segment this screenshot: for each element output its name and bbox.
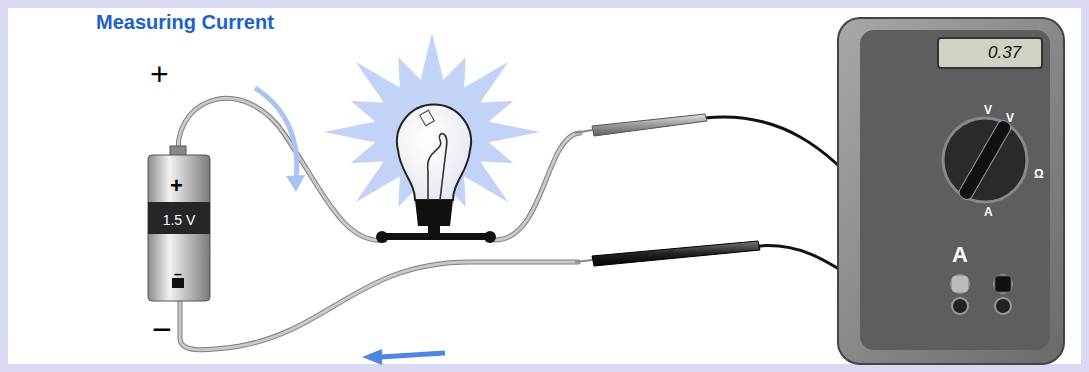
dial-dc-volts: V bbox=[1006, 112, 1014, 124]
dial-ohms: Ω bbox=[1034, 168, 1044, 180]
dial-ac-volts: V bbox=[984, 104, 992, 116]
voltage-rating: 1.5 V bbox=[163, 213, 196, 227]
light-burst bbox=[324, 33, 540, 232]
jack-amps: A bbox=[952, 244, 968, 266]
polarity-minus: − bbox=[152, 312, 172, 346]
battery-cell bbox=[148, 146, 210, 301]
light-bulb bbox=[376, 104, 496, 243]
battery-cell: +1.5 V – bbox=[148, 155, 210, 301]
terminal-plus: + bbox=[170, 175, 183, 197]
dial-amps: A bbox=[984, 206, 993, 218]
diagram-title: Measuring Current bbox=[96, 12, 274, 32]
multimeter bbox=[838, 18, 1064, 364]
terminal-minus: – bbox=[174, 267, 182, 281]
test-probe bbox=[575, 114, 760, 266]
polarity-plus: + bbox=[150, 58, 169, 90]
multimeter: 0.37V V Ω A A bbox=[838, 18, 1064, 364]
meter-reading: 0.37 bbox=[988, 44, 1021, 61]
